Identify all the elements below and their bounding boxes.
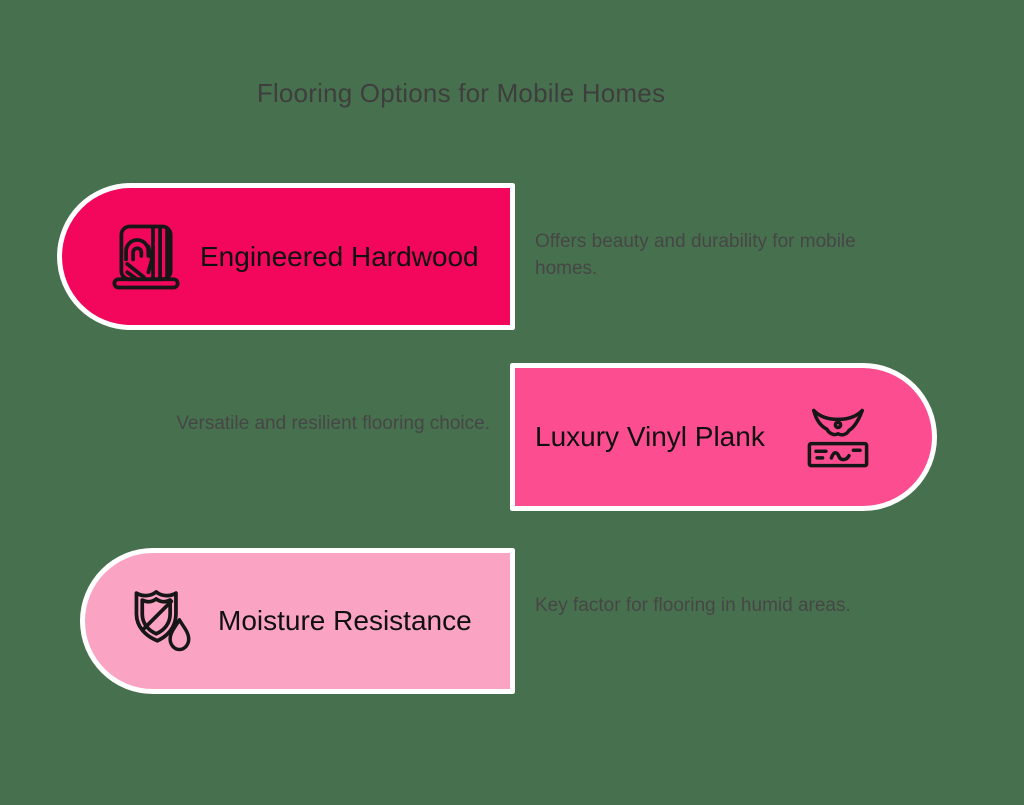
card-description: Key factor for flooring in humid areas. bbox=[535, 595, 851, 616]
card-title: Moisture Resistance bbox=[218, 605, 472, 636]
card-description: Offers beauty and durability for mobile … bbox=[535, 231, 856, 279]
shield-water-droplet-icon bbox=[134, 590, 191, 652]
hardwood-floor-icon bbox=[112, 224, 180, 289]
card-title: Luxury Vinyl Plank bbox=[535, 421, 765, 452]
card-title: Engineered Hardwood bbox=[200, 240, 479, 272]
card-moisture-resistance: Moisture Resistance bbox=[80, 548, 515, 694]
card-luxury-vinyl-plank: Luxury Vinyl Plank bbox=[510, 363, 937, 511]
vinyl-plank-spill-icon bbox=[807, 408, 869, 468]
card-description: Versatile and resilient flooring choice. bbox=[176, 413, 490, 434]
card-engineered-hardwood: Engineered Hardwood bbox=[57, 183, 515, 330]
page-title: Flooring Options for Mobile Homes bbox=[256, 78, 666, 108]
